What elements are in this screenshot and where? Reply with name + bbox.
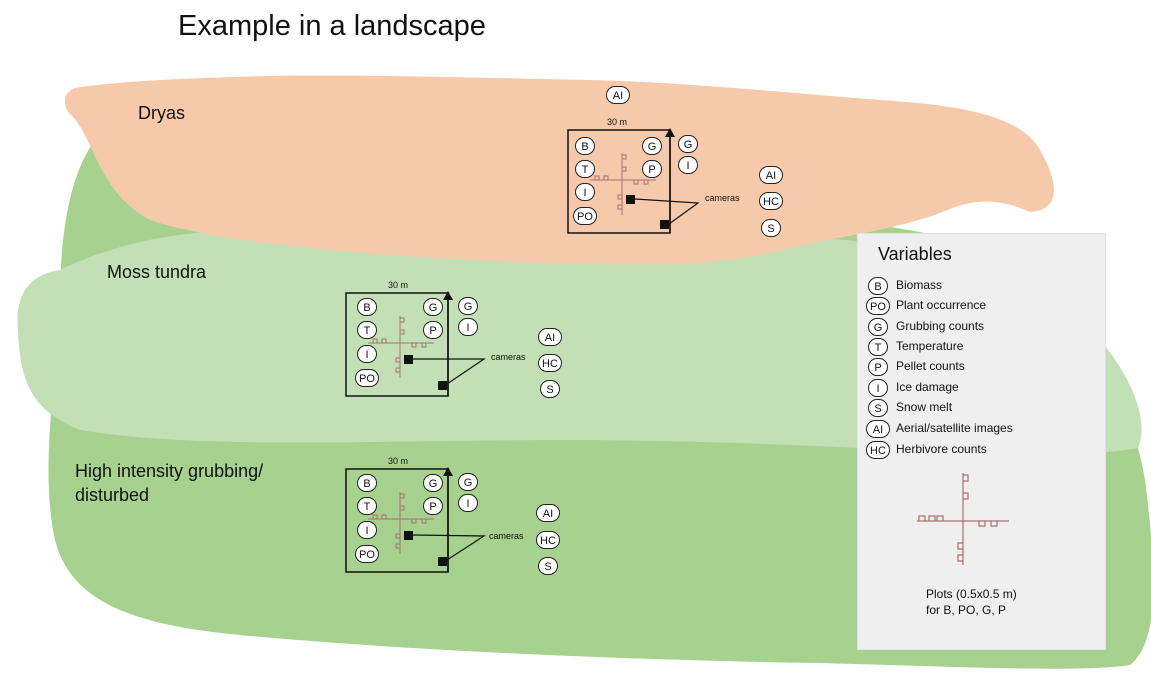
legend-note-line: for B, PO, G, P	[926, 603, 1007, 617]
badge-ice-damage: I	[357, 345, 377, 363]
site-high-intensity-grubbing: 30 m cameras B T I PO G P G I AI HC S	[345, 454, 596, 584]
site-moss-tundra: 30 m cameras B T I PO G P G I AI HC S	[345, 278, 596, 408]
badge-ice-outside: I	[678, 156, 698, 174]
legend-plot-note: Plots (0.5x0.5 m) for B, PO, G, P	[926, 586, 1017, 618]
site-grid-graphic	[567, 128, 700, 234]
badge-temperature: T	[357, 321, 377, 339]
badge-snow-melt: S	[538, 557, 558, 575]
legend-badge: P	[868, 358, 888, 376]
badge-grubbing: G	[642, 137, 662, 155]
badge-herbivore-counts: HC	[759, 192, 783, 210]
cameras-label: cameras	[491, 352, 526, 362]
badge-snow-melt: S	[540, 380, 560, 398]
badge-ice-damage: I	[575, 183, 595, 201]
legend-badge: HC	[866, 441, 890, 459]
badge-aerial-images: AI	[538, 328, 562, 346]
site-grid-graphic	[345, 291, 486, 397]
badge-ice-damage: I	[357, 521, 377, 539]
legend-label: Snow melt	[896, 400, 953, 414]
badge-aerial-images: AI	[759, 166, 783, 184]
badge-ice-outside: I	[458, 494, 478, 512]
legend-badge: S	[868, 399, 888, 417]
legend-badge: I	[868, 379, 888, 397]
badge-pellets: P	[423, 321, 443, 339]
site-grid-graphic	[345, 467, 486, 573]
badge-grubbing: G	[423, 474, 443, 492]
badge-grubbing-outside: G	[458, 473, 478, 491]
legend-badge: G	[868, 318, 888, 336]
badge-biomass: B	[357, 474, 377, 492]
legend-badge: PO	[866, 297, 890, 315]
variables-legend: Variables B Biomass PO Plant occurrence …	[857, 233, 1106, 650]
badge-grubbing-outside: G	[678, 135, 698, 153]
dimension-label: 30 m	[388, 456, 409, 466]
zone-dryas-area	[64, 75, 1054, 265]
badge-pellets: P	[423, 497, 443, 515]
badge-herbivore-counts: HC	[538, 354, 562, 372]
dimension-label: 30 m	[607, 117, 628, 127]
zone-label-moss-tundra: Moss tundra	[107, 262, 207, 282]
badge-temperature: T	[357, 497, 377, 515]
badge-pellets: P	[642, 160, 662, 178]
legend-badge: T	[868, 338, 888, 356]
badge-plant-occurrence: PO	[355, 369, 379, 387]
plot-layout-icon	[917, 473, 1009, 565]
cameras-label: cameras	[705, 193, 740, 203]
page-title: Example in a landscape	[178, 10, 486, 42]
legend-label: Ice damage	[896, 380, 959, 394]
badge-biomass: B	[357, 298, 377, 316]
badge-aerial-images: AI	[536, 504, 560, 522]
legend-label: Herbivore counts	[896, 442, 987, 456]
zone-label-dryas: Dryas	[138, 103, 186, 123]
cameras-label: cameras	[489, 531, 524, 541]
badge-grubbing-outside: G	[458, 297, 478, 315]
badge-plant-occurrence: PO	[355, 545, 379, 563]
badge-grubbing: G	[423, 298, 443, 316]
dimension-label: 30 m	[388, 280, 409, 290]
badge-aerial-images-top: AI	[606, 86, 630, 104]
badge-temperature: T	[575, 160, 595, 178]
legend-title: Variables	[878, 244, 952, 264]
legend-label: Grubbing counts	[896, 319, 985, 333]
badge-plant-occurrence: PO	[573, 207, 597, 225]
legend-label: Aerial/satellite images	[896, 421, 1013, 435]
legend-label: Temperature	[896, 339, 964, 353]
legend-label: Plant occurrence	[896, 298, 987, 312]
legend-note-line: Plots (0.5x0.5 m)	[926, 587, 1017, 601]
legend-label: Pellet counts	[896, 359, 965, 373]
badge-herbivore-counts: HC	[536, 531, 560, 549]
site-dryas: 30 m cameras B T I PO G P G I AI HC S	[567, 115, 818, 245]
zone-label-high-intensity-grubbing: High intensity grubbing/ disturbed	[75, 461, 264, 505]
legend-label: Biomass	[896, 278, 943, 292]
badge-snow-melt: S	[761, 219, 781, 237]
badge-biomass: B	[575, 137, 595, 155]
badge-ice-outside: I	[458, 318, 478, 336]
legend-badge: B	[868, 277, 888, 295]
legend-badge: AI	[866, 420, 890, 438]
